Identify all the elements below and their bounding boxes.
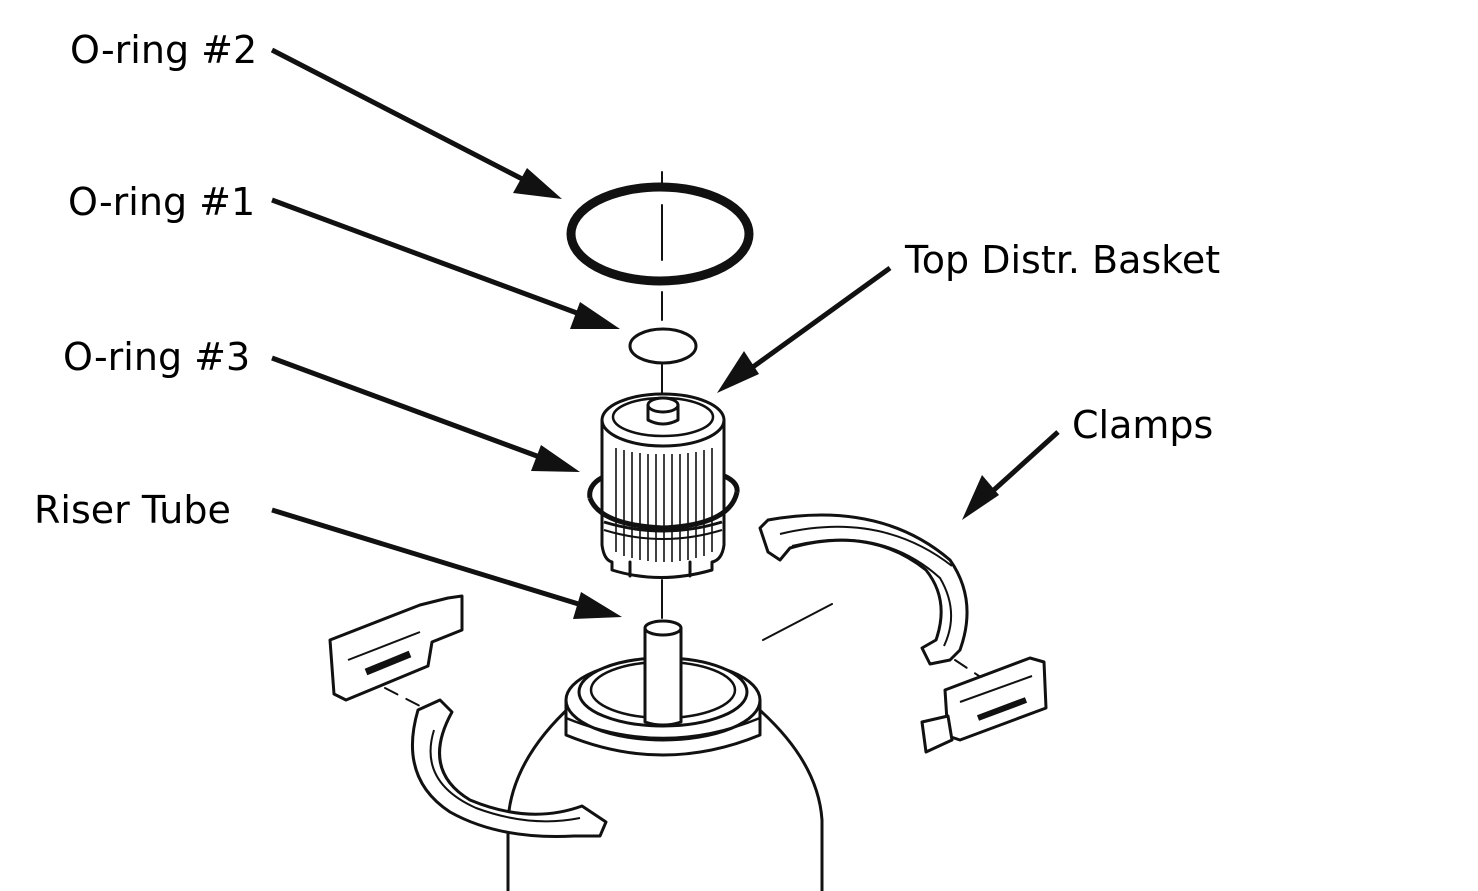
label-clamps: Clamps [1072,403,1213,447]
arrow-o-ring-1 [271,197,620,329]
arrow-clamps [962,430,1060,520]
left-clamp-part [328,594,608,838]
label-o-ring-3: O-ring #3 [63,335,250,379]
right-clamp-part [758,513,1048,754]
label-o-ring-2: O-ring #2 [70,28,257,72]
label-riser-tube: Riser Tube [34,488,231,532]
label-top-distr-basket: Top Distr. Basket [904,238,1220,282]
arrow-riser-tube [271,507,622,619]
arrow-o-ring-2 [270,47,562,199]
label-o-ring-1: O-ring #1 [68,180,255,224]
arrow-o-ring-3 [271,355,580,472]
tank-part [506,619,824,891]
o-ring-2-part [566,182,754,286]
arrow-top-distr-basket [717,265,892,393]
top-distr-basket-part [587,392,740,579]
o-ring-1-part [628,327,698,365]
